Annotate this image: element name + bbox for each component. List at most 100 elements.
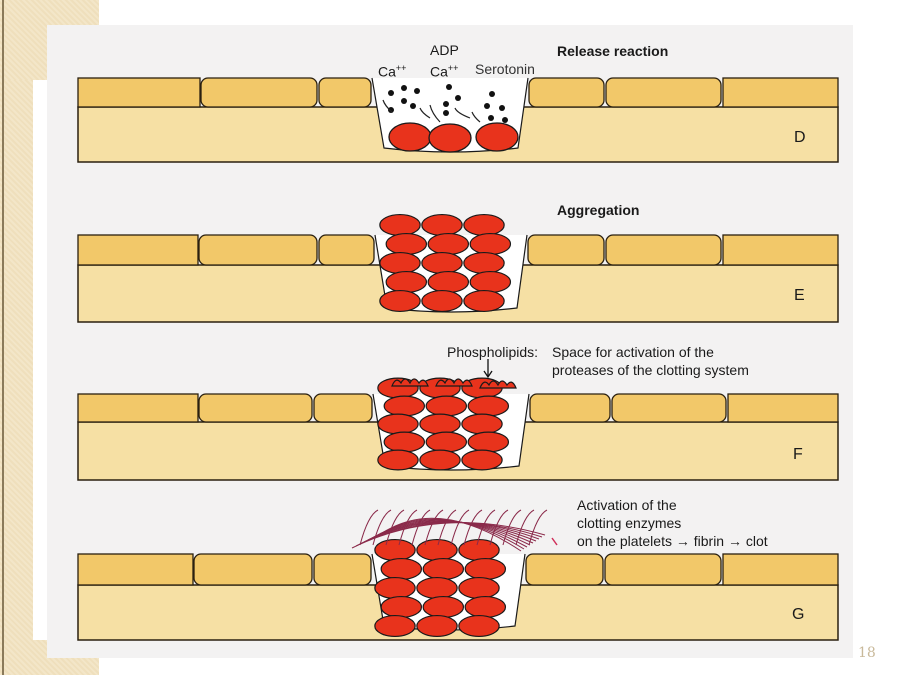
endothelial-cell	[605, 234, 722, 266]
fibrin-fragment	[551, 537, 558, 546]
label-activation-line1: Activation of the	[577, 497, 677, 513]
platelet	[463, 251, 505, 275]
platelet	[425, 395, 468, 417]
endothelial-cell	[727, 393, 839, 423]
fibrin-strand	[363, 521, 537, 543]
panel-e-title: Aggregation	[557, 202, 640, 218]
phospholipid-scallop	[479, 380, 517, 389]
granule-dot	[414, 88, 420, 94]
endothelial-cell	[77, 234, 199, 266]
fibrin-strand	[367, 520, 534, 544]
platelet	[377, 449, 419, 471]
fibrin-strand	[355, 522, 543, 547]
platelet	[469, 232, 512, 256]
fibrin-strand	[515, 509, 535, 546]
fibrin-strand	[502, 509, 522, 546]
phospholipid-arrow-icon	[483, 359, 493, 379]
granule-dot	[489, 91, 495, 97]
fibrin-strand	[476, 509, 496, 546]
platelet	[379, 213, 421, 237]
release-stroke	[429, 104, 441, 123]
platelet	[464, 557, 507, 581]
platelet	[467, 395, 510, 417]
decorative-line	[2, 0, 4, 675]
endothelial-cell	[722, 553, 839, 586]
release-stroke	[471, 111, 481, 123]
platelet	[421, 213, 463, 237]
release-stroke	[419, 107, 431, 119]
platelet	[419, 449, 461, 471]
platelet	[427, 232, 470, 256]
platelet	[380, 595, 423, 619]
platelet	[388, 122, 432, 152]
granule-dot	[443, 110, 449, 116]
platelet	[421, 289, 463, 313]
platelet	[469, 270, 512, 294]
platelet	[421, 251, 463, 275]
fibrin-strand	[372, 509, 392, 546]
endothelial-cell	[313, 393, 373, 423]
platelet	[379, 251, 421, 275]
page-number: 18	[858, 645, 876, 661]
phospholipid-scallop	[391, 378, 429, 387]
platelet	[428, 123, 472, 153]
decorative-strip	[0, 0, 33, 675]
endothelial-cell	[77, 393, 199, 423]
platelet	[422, 557, 465, 581]
granule-dot	[446, 84, 452, 90]
endothelial-cell	[604, 553, 722, 586]
platelet	[458, 614, 500, 638]
endothelial-cell	[198, 393, 313, 423]
fibrin-strand	[489, 509, 509, 546]
fibrin-strand	[359, 509, 379, 546]
panel-letter-g: G	[792, 606, 805, 623]
endothelial-cell	[193, 553, 313, 586]
endothelial-cell	[318, 77, 372, 108]
label-space-line2: proteases of the clotting system	[552, 362, 749, 378]
phospholipid-scallop	[435, 378, 473, 387]
granule-dot	[455, 95, 461, 101]
platelet	[464, 595, 507, 619]
endothelial-cell	[77, 553, 194, 586]
fibrin-strand	[450, 509, 470, 546]
label-ca-2: Ca++	[430, 63, 459, 80]
platelet	[463, 213, 505, 237]
endothelial-cell	[528, 77, 605, 108]
platelet	[377, 413, 419, 435]
fibrin-strand	[463, 509, 483, 546]
granule-dot	[410, 103, 416, 109]
arrow-right-icon: →	[728, 533, 742, 549]
platelet	[461, 413, 503, 435]
granule-dot	[388, 90, 394, 96]
endothelial-cell	[605, 77, 722, 108]
endothelial-cell	[527, 234, 605, 266]
label-ca-1: Ca++	[378, 63, 407, 80]
release-stroke	[382, 99, 393, 113]
granule-dot	[499, 105, 505, 111]
fibrin-strand	[437, 509, 457, 546]
fibrin-strand	[371, 520, 531, 546]
platelet	[461, 449, 503, 471]
label-serotonin: Serotonin	[475, 61, 535, 77]
label-space-line1: Space for activation of the	[552, 344, 714, 360]
platelet	[425, 431, 468, 453]
platelet	[467, 431, 510, 453]
fibrin-strand	[398, 509, 418, 546]
platelet	[385, 270, 428, 294]
granule-dot	[401, 98, 407, 104]
endothelial-cell	[318, 234, 375, 266]
endothelial-cell	[200, 77, 318, 108]
platelet	[385, 232, 428, 256]
fibrin-strand	[528, 509, 548, 546]
granule-dot	[443, 101, 449, 107]
label-activation-line3: on the platelets → fibrin → clot	[577, 533, 768, 549]
endothelial-cell	[722, 234, 839, 266]
release-stroke	[454, 107, 471, 119]
endothelial-cell	[313, 553, 372, 586]
panel-letter-e: E	[794, 287, 805, 304]
fibrin-strand	[411, 509, 431, 546]
platelet	[422, 595, 465, 619]
fibrin-strand	[383, 517, 522, 552]
platelet	[383, 395, 426, 417]
